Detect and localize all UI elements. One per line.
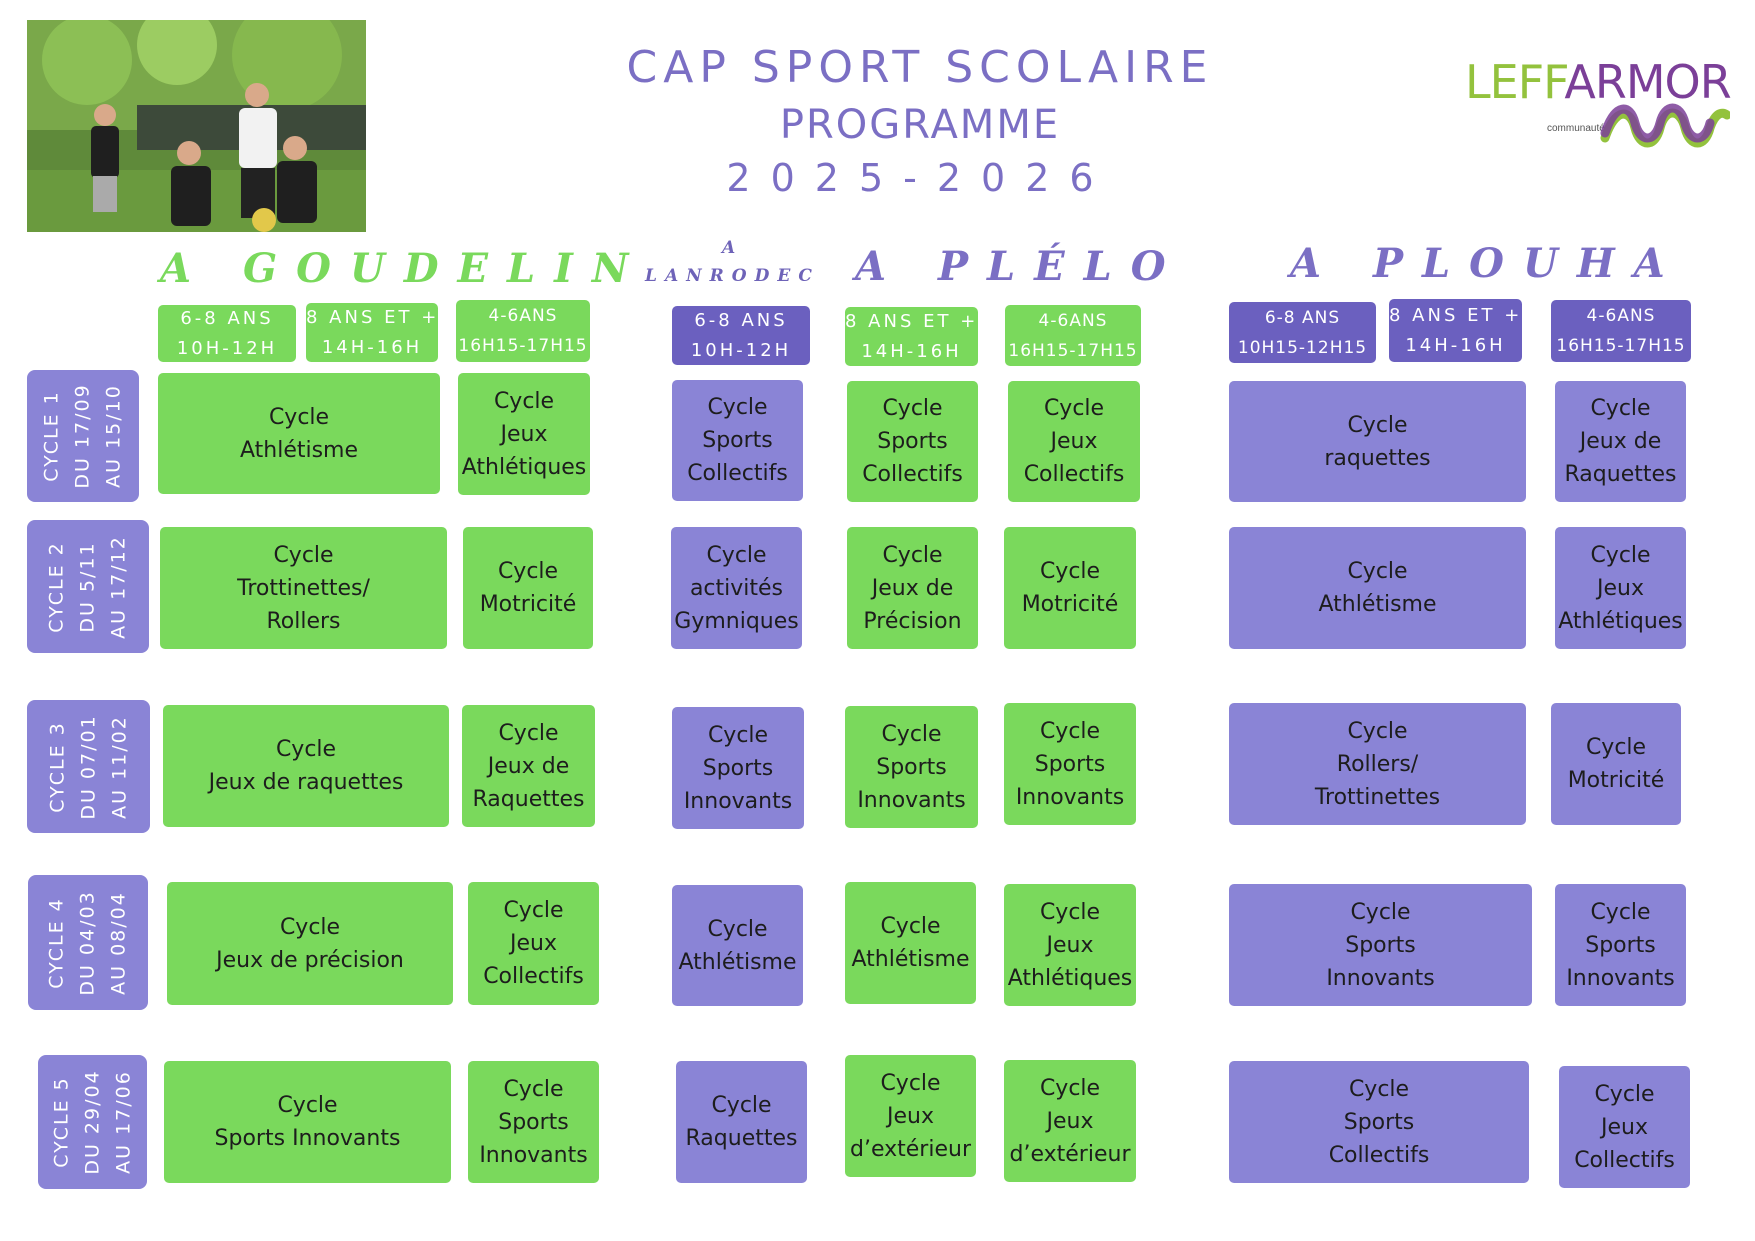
site-lanrodec-prefix: A bbox=[722, 238, 744, 258]
logo-subtitle: communauté bbox=[1547, 123, 1605, 134]
site-goudelin: A GOUDELIN bbox=[160, 245, 648, 292]
header-plelo-8-plus: 8 ANS ET +14H-16H bbox=[845, 307, 978, 366]
wave-icon bbox=[1600, 103, 1730, 148]
site-plelo: A PLÉLO bbox=[855, 243, 1185, 290]
page-title: CAP SPORT SCOLAIRE bbox=[626, 42, 1214, 93]
leffarmor-logo: LEFFARMOR communauté bbox=[1465, 55, 1735, 160]
page-year: 2025-2026 bbox=[726, 156, 1114, 200]
team-photo bbox=[27, 20, 366, 232]
site-lanrodec: LANRODEC bbox=[645, 266, 820, 286]
site-plouha: A PLOUHA bbox=[1290, 240, 1684, 287]
logo-text: LEFFARMOR bbox=[1465, 55, 1732, 109]
header-plouha-8-plus: 8 ANS ET +14H-16H bbox=[1389, 299, 1522, 362]
page-subtitle: PROGRAMME bbox=[779, 102, 1061, 148]
header-goudelin-8-plus: 8 ANS ET +14H-16H bbox=[306, 303, 438, 362]
